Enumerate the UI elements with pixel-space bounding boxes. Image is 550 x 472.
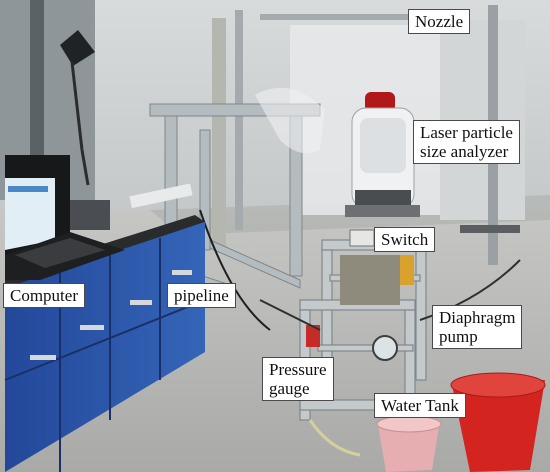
desk-lamp <box>60 30 95 186</box>
computer-label: Computer <box>3 283 85 308</box>
water-tank-label-text: Water Tank <box>381 396 459 415</box>
switch-label-text: Switch <box>381 230 429 249</box>
diaphragm-pump-label-line-1: Diaphragm <box>439 308 516 327</box>
water-tank-bucket <box>376 415 442 472</box>
pressure-gauge-label-line-1: Pressure <box>269 360 327 379</box>
pressure-gauge-label-line-2: gauge <box>269 379 310 398</box>
pipeline-label: pipeline <box>167 283 236 308</box>
laptop <box>5 155 125 280</box>
laser-analyzer-label: Laser particle size analyzer <box>413 120 520 164</box>
laser-analyzer-label-line-1: Laser particle <box>420 123 513 142</box>
laser-analyzer <box>345 92 420 217</box>
nozzle-label: Nozzle <box>408 9 471 34</box>
diaphragm-pump-label: Diaphragm pump <box>432 305 523 349</box>
diaphragm-pump-body <box>340 255 400 305</box>
water-tank-label: Water Tank <box>374 393 466 418</box>
pressure-gauge-dial <box>372 335 398 361</box>
laser-analyzer-label-line-2: size analyzer <box>420 142 509 161</box>
pressure-gauge-label: Pressure gauge <box>262 357 334 401</box>
pipeline-label-text: pipeline <box>174 286 229 305</box>
power-strip <box>129 183 193 209</box>
red-bucket <box>450 372 546 472</box>
computer-label-text: Computer <box>10 286 78 305</box>
switch-label: Switch <box>374 227 436 252</box>
diaphragm-pump-label-line-2: pump <box>439 327 478 346</box>
nozzle-label-text: Nozzle <box>415 12 464 31</box>
switch-box <box>349 229 375 247</box>
